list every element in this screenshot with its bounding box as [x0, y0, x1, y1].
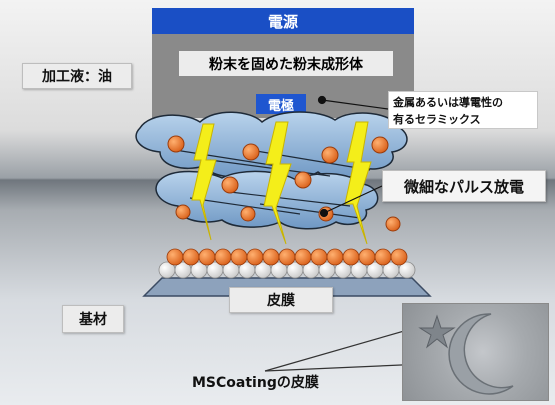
substrate-label: 基材: [62, 305, 124, 333]
machining-fluid-label: 加工液：油: [22, 63, 132, 89]
spark-bolts: [191, 121, 372, 245]
pulse-discharge-label: 微細なパルス放電: [382, 170, 546, 202]
electrode-material-note: 金属あるいは導電性の 有るセラミックス: [388, 91, 538, 129]
electrode-label: 電極: [256, 94, 306, 114]
powder-compact-label: 粉末を固めた粉末成形体: [179, 51, 393, 76]
electrode-note-line-2: 有るセラミックス: [393, 113, 481, 126]
star-crescent-sample: [418, 313, 514, 395]
film-white-layer: [158, 261, 416, 279]
film-label: 皮膜: [229, 287, 333, 313]
power-supply-label: 電源: [152, 8, 414, 34]
film-orange-layer: [166, 248, 408, 266]
callout-lines: [317, 95, 389, 218]
electrode-note-line-1: 金属あるいは導電性の: [393, 96, 503, 109]
mscoating-caption: MSCoatingの皮膜: [192, 375, 319, 391]
coating-sample-photo: [402, 303, 549, 401]
